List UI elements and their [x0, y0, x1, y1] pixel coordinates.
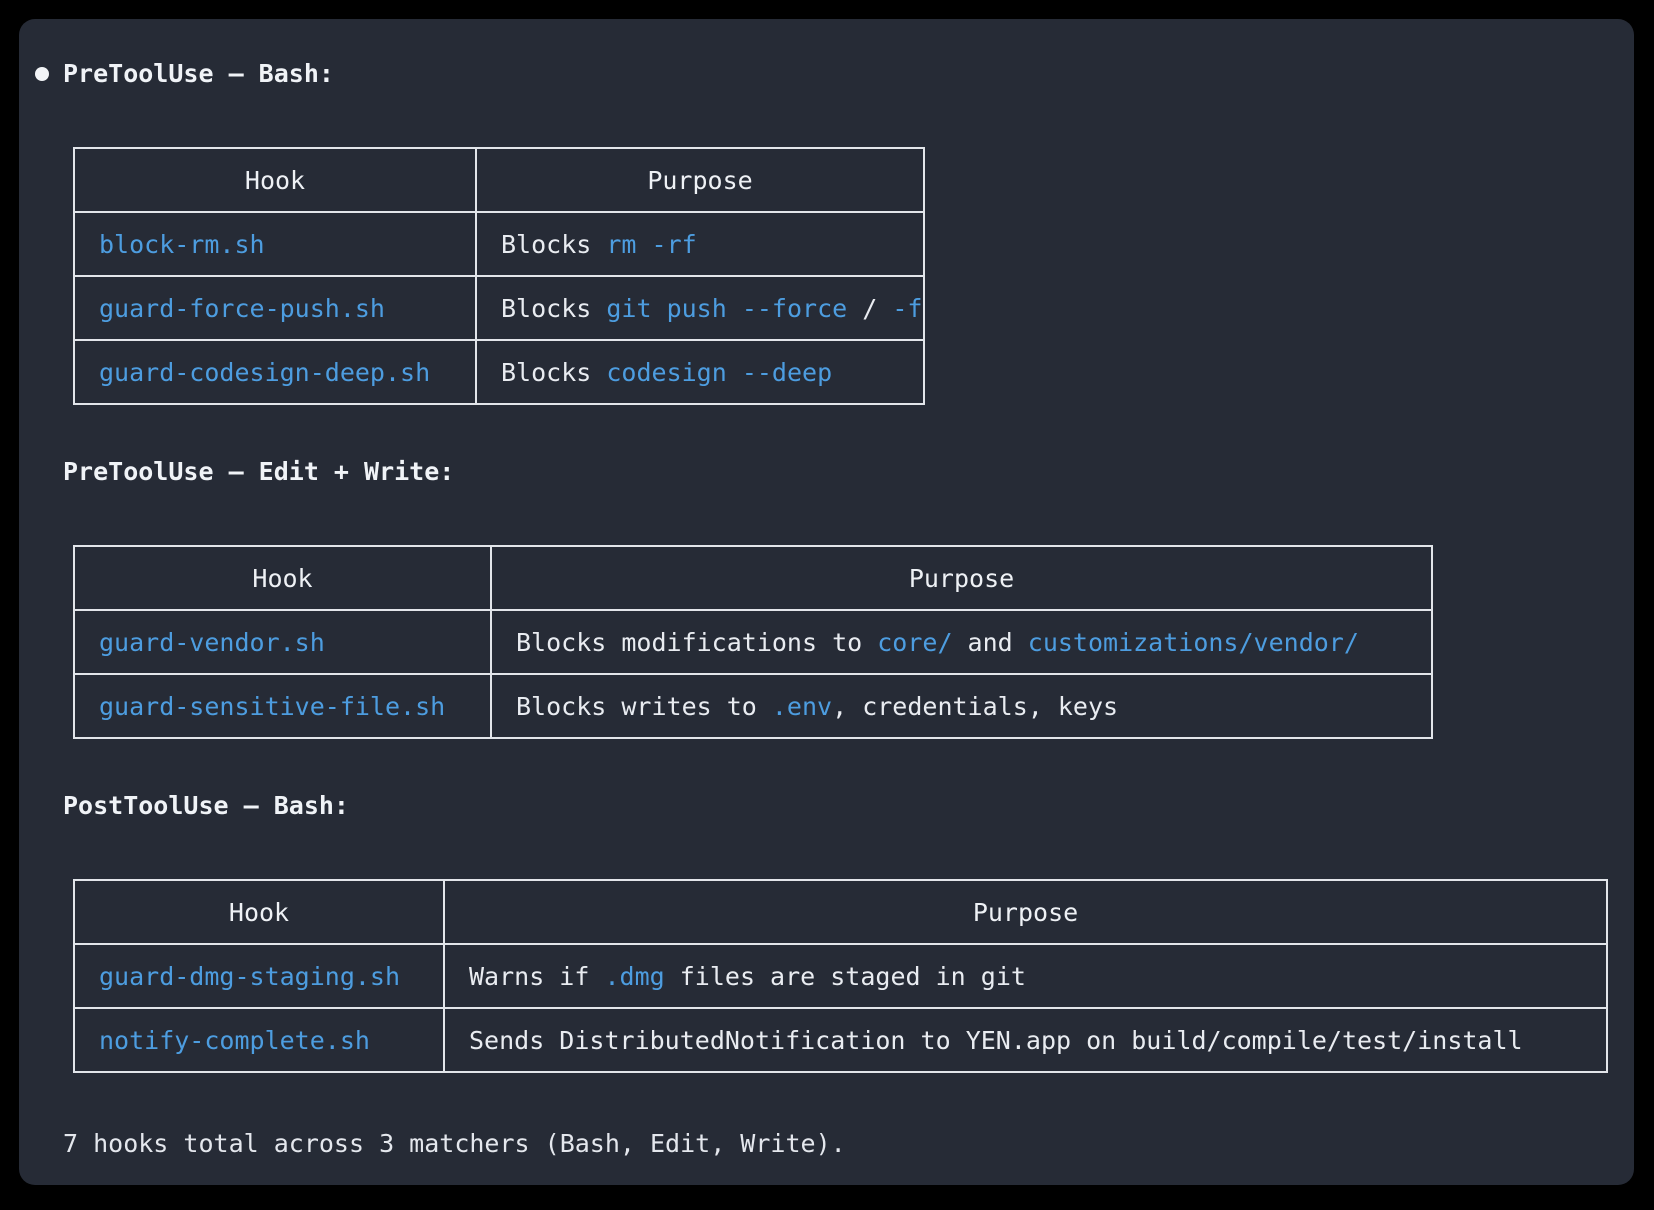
purpose-cell: Blocks git push --force / -f — [475, 275, 925, 341]
hook-name-cell: guard-force-push.sh — [73, 275, 477, 341]
command-token: core/ — [877, 627, 953, 657]
column-header-hook: Hook — [73, 545, 492, 611]
hook-name-cell: guard-sensitive-file.sh — [73, 673, 492, 739]
table-row: notify-complete.sh Sends DistributedNotif… — [73, 1007, 1608, 1073]
command-token: .env — [771, 691, 833, 721]
command-token: codesign --deep — [606, 357, 833, 387]
plain-text: Warns if — [469, 961, 605, 991]
section-heading-pretooluse-edit-write: PreToolUse — Edit + Write: — [63, 457, 455, 486]
command-token: customizations/vendor/ — [1027, 627, 1359, 657]
hook-name-cell: block-rm.sh — [73, 211, 477, 277]
plain-text: Blocks — [501, 229, 607, 259]
purpose-cell: Blocks codesign --deep — [475, 339, 925, 405]
summary-line: 7 hooks total across 3 matchers (Bash, E… — [63, 1129, 846, 1158]
bullet-icon — [35, 67, 49, 81]
hook-name-cell: guard-codesign-deep.sh — [73, 339, 477, 405]
section-heading-posttooluse-bash: PostToolUse — Bash: — [63, 791, 349, 820]
plain-text: , credentials, keys — [832, 691, 1119, 721]
purpose-cell: Blocks writes to .env, credentials, keys — [490, 673, 1433, 739]
section-heading-pretooluse-bash: PreToolUse — Bash: — [63, 59, 334, 88]
purpose-cell: Blocks modifications to core/ and custom… — [490, 609, 1433, 675]
plain-text: files are staged in git — [664, 961, 1026, 991]
plain-text: Sends DistributedNotification to YEN.app… — [469, 1025, 1523, 1055]
purpose-cell: Blocks rm -rf — [475, 211, 925, 277]
command-token: git push --force — [606, 293, 848, 323]
section-heading-row: PreToolUse — Edit + Write: — [63, 457, 1634, 487]
column-header-hook: Hook — [73, 879, 445, 945]
purpose-cell: Sends DistributedNotification to YEN.app… — [443, 1007, 1608, 1073]
hook-name-cell: guard-vendor.sh — [73, 609, 492, 675]
column-header-hook: Hook — [73, 147, 477, 213]
purpose-cell: Warns if .dmg files are staged in git — [443, 943, 1608, 1009]
column-header-purpose: Purpose — [475, 147, 925, 213]
plain-text: Blocks modifications to — [516, 627, 878, 657]
plain-text: / — [847, 293, 893, 323]
column-header-purpose: Purpose — [443, 879, 1608, 945]
hook-name-cell: guard-dmg-staging.sh — [73, 943, 445, 1009]
plain-text: and — [952, 627, 1028, 657]
column-header-purpose: Purpose — [490, 545, 1433, 611]
hook-name-cell: notify-complete.sh — [73, 1007, 445, 1073]
command-token: .dmg — [604, 961, 665, 991]
command-token: -f — [892, 293, 923, 323]
command-token: rm -rf — [606, 229, 697, 259]
section-heading-row: PostToolUse — Bash: — [63, 791, 1634, 821]
plain-text: Blocks — [501, 293, 607, 323]
plain-text: Blocks writes to — [516, 691, 772, 721]
plain-text: Blocks — [501, 357, 607, 387]
section-heading-row: PreToolUse — Bash: — [35, 59, 1634, 89]
